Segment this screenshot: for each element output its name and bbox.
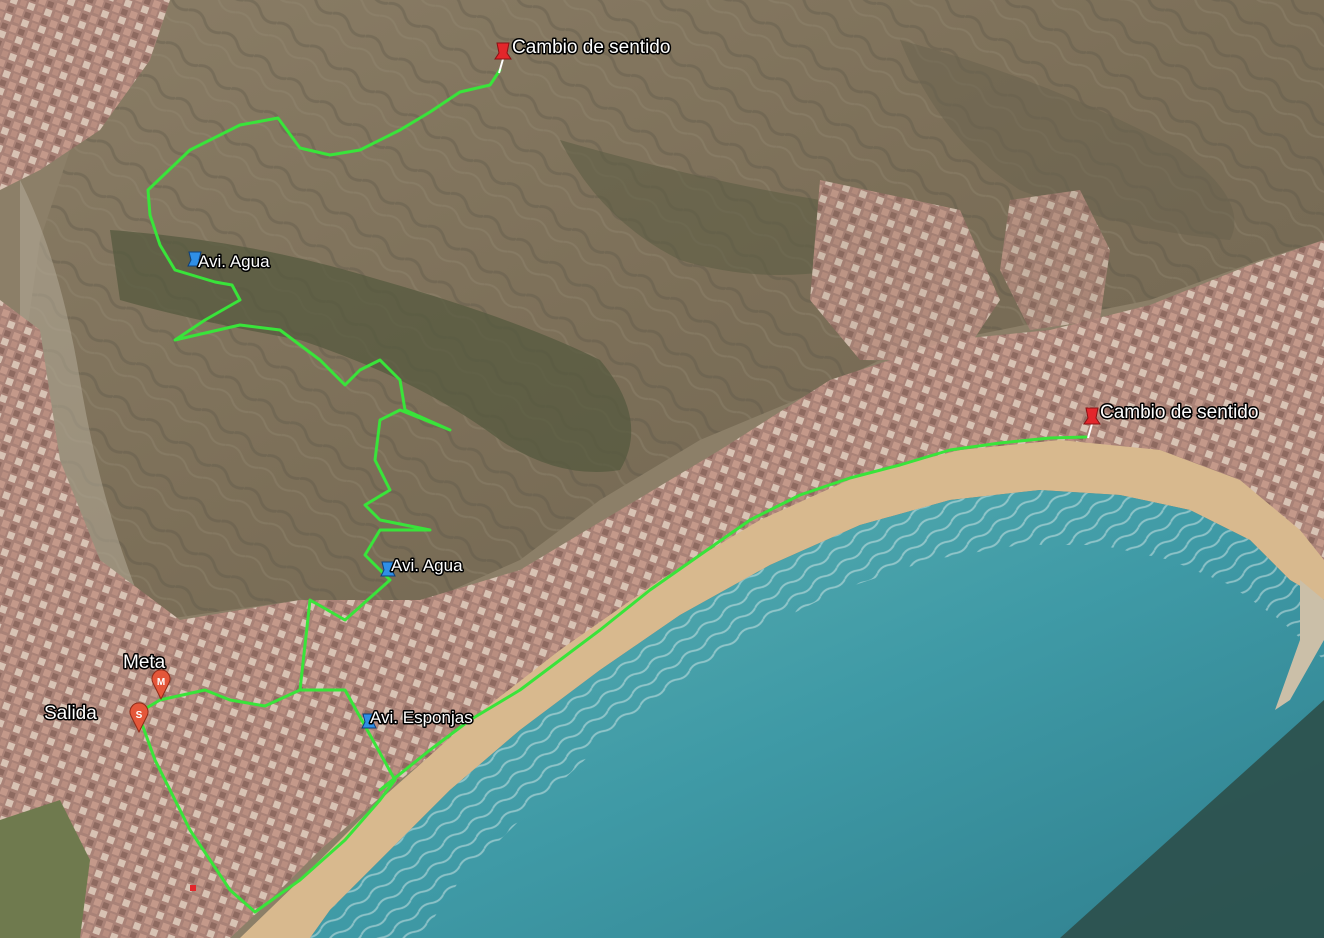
blue-pushpin-icon[interactable] <box>187 251 203 267</box>
turn-mountain-label: Cambio de sentido <box>512 37 670 58</box>
urban-west <box>0 0 170 190</box>
blue-pushpin-icon[interactable] <box>380 561 396 577</box>
turn-beach-label: Cambio de sentido <box>1100 402 1258 423</box>
beach <box>240 440 1324 938</box>
water-upper-label: Avi. Agua <box>198 252 270 271</box>
vegetation-east <box>900 40 1235 240</box>
fields-southwest <box>0 800 90 938</box>
finish-marker-icon[interactable]: M <box>151 669 171 701</box>
surf <box>310 490 1324 938</box>
sponges-label: Avi. Esponjas <box>370 708 473 727</box>
deep-water <box>1060 700 1324 938</box>
blue-pushpin-icon[interactable] <box>361 713 377 729</box>
water-lower-label: Avi. Agua <box>391 556 463 575</box>
urban-east-hill <box>1000 190 1110 330</box>
vegetation-slope <box>560 140 884 275</box>
red-pushpin-icon[interactable] <box>494 42 512 74</box>
finish-badge: M <box>157 677 165 688</box>
pier <box>1275 580 1324 710</box>
sea <box>310 490 1324 938</box>
red-pushpin-icon[interactable] <box>1083 407 1101 439</box>
start-marker-icon[interactable]: S <box>129 702 149 734</box>
poi-dot <box>190 885 196 891</box>
start-badge: S <box>136 710 143 721</box>
vegetation-valley <box>110 230 632 472</box>
route-line <box>136 68 1088 914</box>
urban-hill <box>810 180 1000 360</box>
start-label: Salida <box>44 703 97 724</box>
finish-label: Meta <box>123 652 166 673</box>
